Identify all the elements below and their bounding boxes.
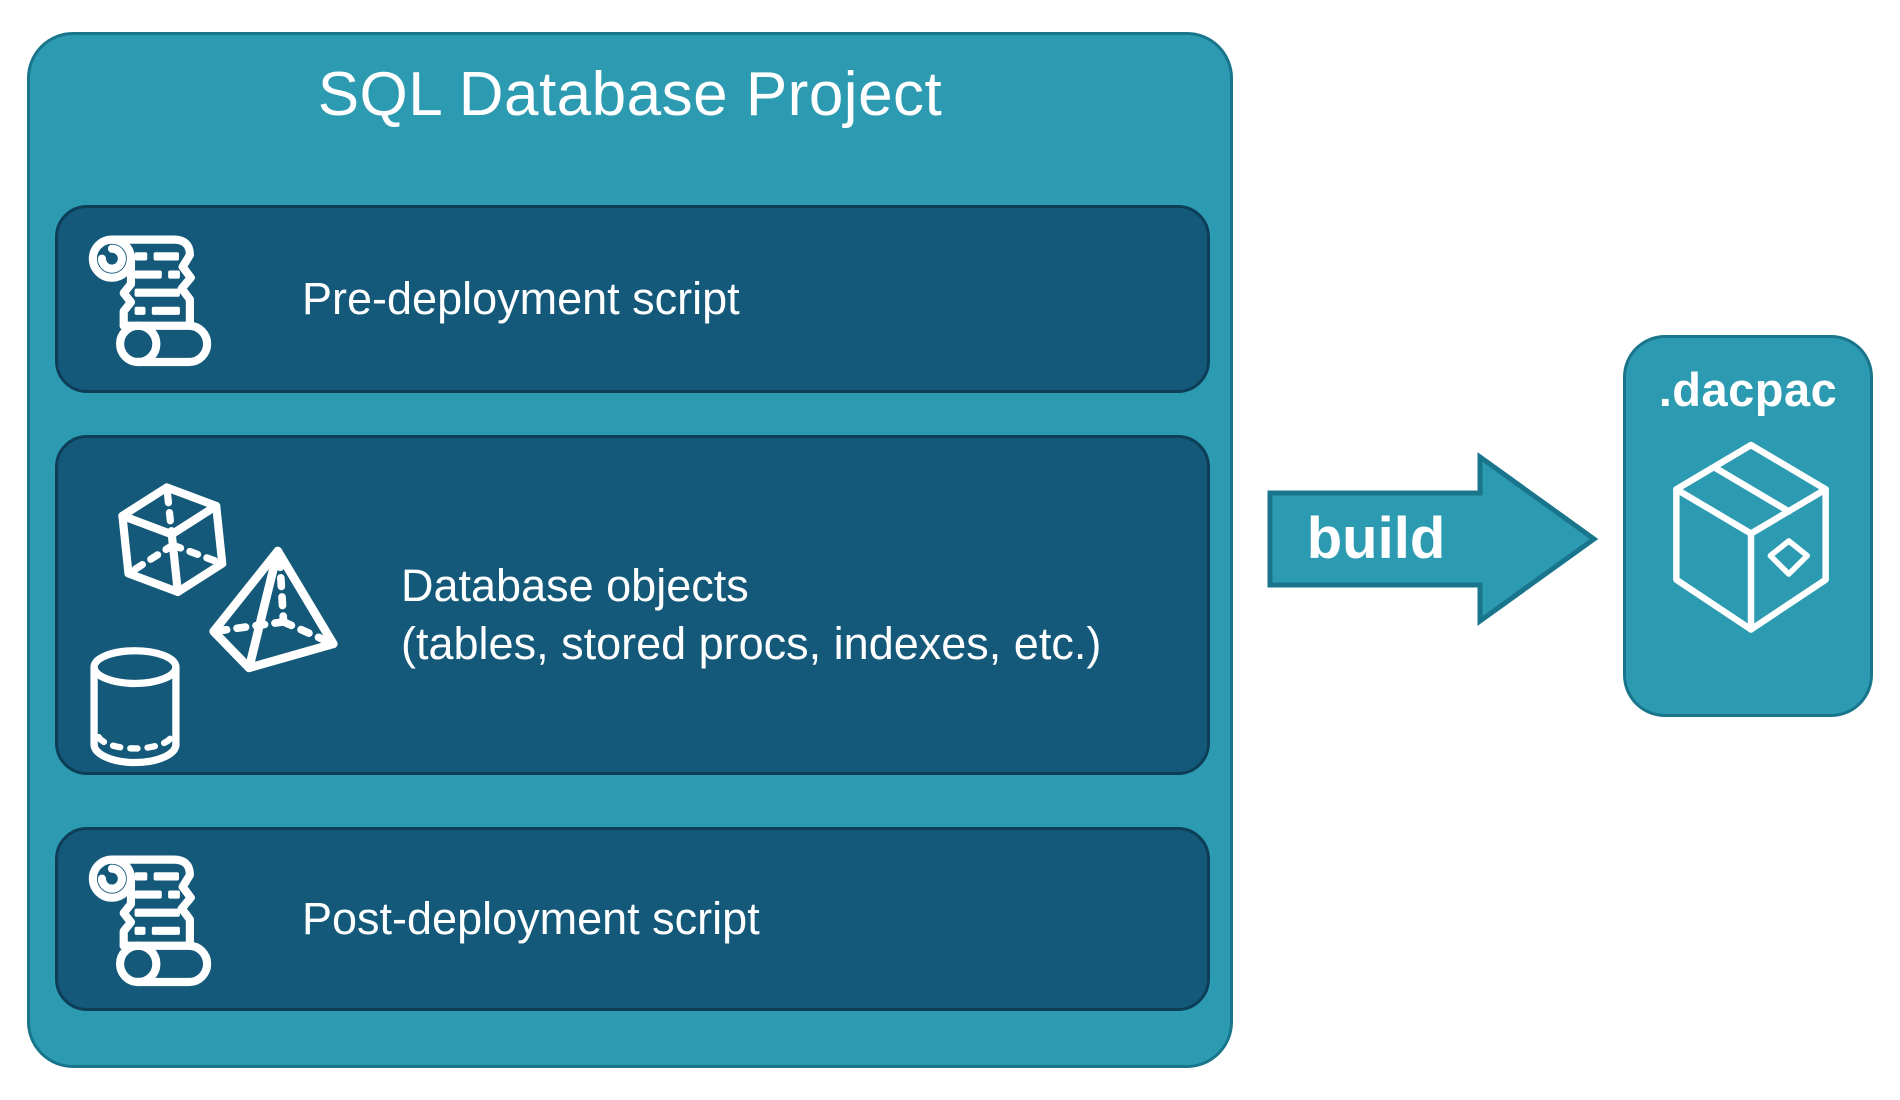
- sql-database-project-container: SQL Database Project Pr: [27, 32, 1233, 1068]
- post-deployment-label: Post-deployment script: [302, 893, 760, 944]
- cube-icon: [118, 483, 227, 597]
- package-icon: [1673, 441, 1829, 633]
- database-objects-label-line2: (tables, stored procs, indexes, etc.): [401, 618, 1102, 669]
- dacpac-label: .dacpac: [1658, 363, 1838, 416]
- scroll-icon: [88, 235, 212, 367]
- scroll-text-lines: [134, 872, 180, 935]
- database-objects-box: Database objects (tables, stored procs, …: [55, 435, 1210, 775]
- project-title: SQL Database Project: [317, 60, 943, 129]
- database-objects-label: Database objects (tables, stored procs, …: [401, 557, 1101, 673]
- pyramid-icon: [209, 546, 338, 673]
- dacpac-box: .dacpac: [1623, 335, 1873, 717]
- pre-deployment-box: Pre-deployment script: [55, 205, 1210, 393]
- scroll-icon: [88, 855, 212, 987]
- right-arrow-icon: [1267, 452, 1599, 626]
- scroll-text-lines: [134, 252, 180, 315]
- pre-deployment-label: Pre-deployment script: [302, 273, 740, 324]
- build-arrow: build: [1262, 449, 1602, 629]
- build-label: build: [1306, 505, 1446, 571]
- cylinder-icon: [90, 647, 180, 767]
- database-objects-label-line1: Database objects: [401, 560, 749, 611]
- post-deployment-box: Post-deployment script: [55, 827, 1210, 1011]
